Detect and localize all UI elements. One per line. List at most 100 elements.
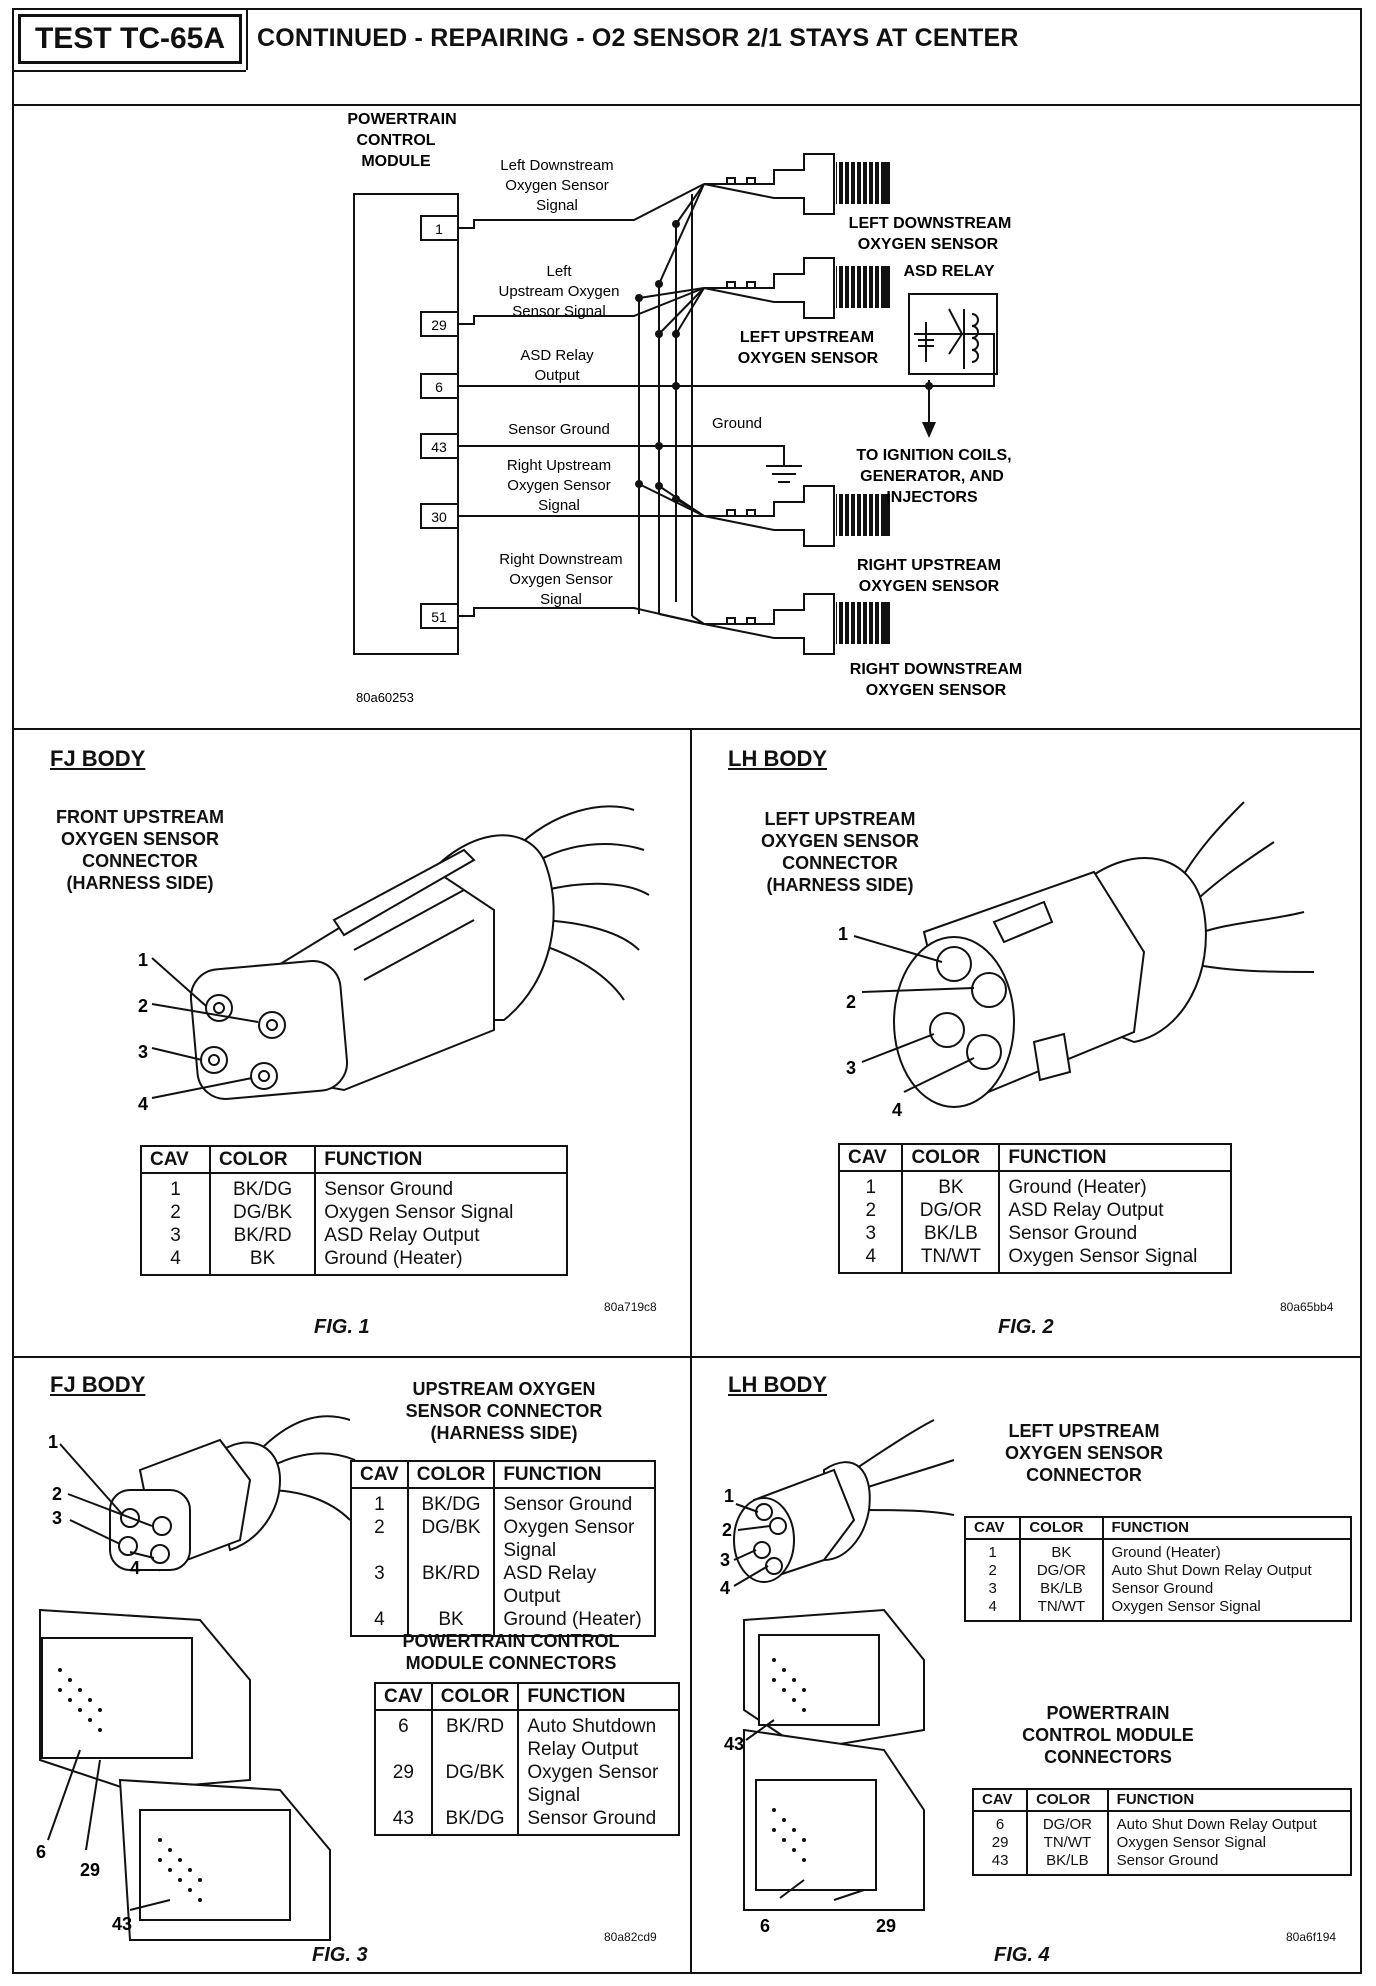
- fig1-caption-2: OXYGEN SENSOR: [60, 829, 220, 849]
- fig1-th-color: COLOR: [208, 1145, 317, 1174]
- fig3-pcm-cell: DG/BK: [430, 1761, 520, 1807]
- fig2-caption-3: CONNECTOR: [782, 853, 898, 873]
- asd-relay-symbol: [908, 293, 998, 375]
- fig3-section: FJ BODY: [50, 1372, 146, 1397]
- fig3-caption-2: SENSOR CONNECTOR: [405, 1401, 603, 1421]
- fig3-cell: Oxygen Sensor Signal: [493, 1516, 656, 1562]
- fig3-pcm-th-color: COLOR: [430, 1682, 520, 1711]
- right-down-sensor-label-1: RIGHT DOWNSTREAM: [850, 661, 1022, 678]
- fig3-callout-4: 4: [130, 1558, 140, 1578]
- fig2-caption-2: OXYGEN SENSOR: [760, 831, 920, 851]
- fig3-pin-callout-43: 43: [112, 1914, 132, 1934]
- fig4-pcm-cell: 6: [971, 1811, 1029, 1834]
- page-frame: TEST TC-65A CONTINUED - REPAIRING - O2 S…: [12, 8, 1362, 1974]
- wire-label-right-down-1: Right Downstream: [499, 551, 622, 568]
- wire-label-left-down-2: Oxygen Sensor: [505, 177, 608, 194]
- fig4-cell: DG/OR: [1019, 1562, 1104, 1580]
- fig1-cell: BK: [208, 1247, 317, 1276]
- pin-label-51: 51: [431, 609, 447, 625]
- ignition-label-3: INJECTORS: [886, 489, 978, 506]
- fig4-pcm-caption: POWERTRAIN CONTROL MODULE CONNECTORS: [998, 1702, 1218, 1768]
- fig4-pcm-th-function: FUNCTION: [1106, 1788, 1353, 1812]
- wire-label-right-up-3: Signal: [538, 497, 580, 514]
- fig1-cell: Sensor Ground: [314, 1173, 568, 1201]
- fig2-cell: 2: [837, 1199, 904, 1222]
- fig2-cell: 4: [837, 1245, 904, 1274]
- fig1-cell: 1: [140, 1173, 211, 1201]
- wire-label-asd-1: ASD Relay: [520, 347, 594, 364]
- fig4-callout-3: 3: [720, 1550, 730, 1570]
- fig1-callout-4: 4: [138, 1094, 148, 1114]
- fig2-cell: 1: [837, 1171, 904, 1199]
- wire-label-right-up-2: Oxygen Sensor: [507, 477, 610, 494]
- fig4-pcm-cell: Auto Shut Down Relay Output: [1106, 1811, 1353, 1834]
- fig1-cell: 4: [140, 1247, 211, 1276]
- fig2-callout-1: 1: [838, 924, 848, 944]
- fig1-th-cav: CAV: [140, 1145, 211, 1174]
- fig3-cell: 1: [350, 1488, 409, 1516]
- fig1-caption: FRONT UPSTREAM OXYGEN SENSOR CONNECTOR (…: [40, 806, 240, 894]
- wire-label-left-down-3: Signal: [536, 197, 578, 214]
- fig4-cell: Ground (Heater): [1101, 1539, 1353, 1562]
- pin-30: [420, 503, 459, 529]
- fig1-callout-2: 2: [138, 996, 148, 1016]
- fig3-caption-3: (HARNESS SIDE): [430, 1423, 578, 1443]
- header: TEST TC-65A CONTINUED - REPAIRING - O2 S…: [14, 10, 1360, 106]
- fig2-th-color: COLOR: [901, 1143, 1001, 1172]
- fig1-cell: 3: [140, 1224, 211, 1247]
- fig3-pin-callout-29: 29: [80, 1860, 100, 1880]
- pin-6: [420, 373, 459, 399]
- fig3-th-color: COLOR: [406, 1460, 496, 1489]
- rule-middle: [14, 1356, 1360, 1358]
- fig1-th-function: FUNCTION: [314, 1145, 568, 1174]
- fig3-pcm-caption-2: MODULE CONNECTORS: [405, 1653, 617, 1673]
- fig4-pcm-cell: Oxygen Sensor Signal: [1106, 1834, 1353, 1852]
- fig2-callout-3: 3: [846, 1058, 856, 1078]
- fig2-th-cav: CAV: [837, 1143, 904, 1172]
- fig3-pin-callout-6: 6: [36, 1842, 46, 1862]
- fig2-cell: DG/OR: [901, 1199, 1001, 1222]
- fig4-callout-2: 2: [722, 1520, 732, 1540]
- rule-schematic: [14, 728, 1360, 730]
- fig3-pcm-caption-1: POWERTRAIN CONTROL: [402, 1631, 620, 1651]
- fig1-cell: BK/RD: [208, 1224, 317, 1247]
- fig1-caption-1: FRONT UPSTREAM: [56, 807, 224, 827]
- pin-boxes: [420, 215, 459, 629]
- fig2-cell: Sensor Ground: [998, 1222, 1232, 1245]
- fig3-pcm-caption: POWERTRAIN CONTROL MODULE CONNECTORS: [386, 1630, 636, 1674]
- fig4-connector-drawing: 1 2 3 4 43 6 29: [720, 1419, 955, 1936]
- fig2-label: FIG. 2: [998, 1316, 1054, 1338]
- sensor-right-down: [703, 593, 890, 655]
- fig3-caption: UPSTREAM OXYGEN SENSOR CONNECTOR (HARNES…: [374, 1378, 634, 1444]
- fig3-pcm-cell: Sensor Ground: [517, 1807, 680, 1836]
- wiring-schematic: POWERTRAIN CONTROL MODULE 1 29 6 43 30 5…: [347, 111, 1022, 705]
- fig4-section: LH BODY: [728, 1372, 827, 1397]
- fig3-pcm-cell: 29: [374, 1761, 433, 1807]
- fig1-cell: Oxygen Sensor Signal: [314, 1201, 568, 1224]
- asd-arrow: [922, 422, 936, 438]
- left-up-sensor-label-1: LEFT UPSTREAM: [740, 329, 874, 346]
- fig4-pcm-cell: TN/WT: [1026, 1834, 1109, 1852]
- asd-relay-label: ASD RELAY: [904, 263, 995, 280]
- left-down-sensor-label-1: LEFT DOWNSTREAM: [849, 215, 1012, 232]
- pin-1: [420, 215, 459, 241]
- fig2-th-function: FUNCTION: [998, 1143, 1232, 1172]
- fig4-caption-3: CONNECTOR: [1026, 1465, 1142, 1485]
- pcm-box: [353, 193, 459, 655]
- fig2-callout-4: 4: [892, 1100, 902, 1120]
- wire-label-left-up-2: Upstream Oxygen: [499, 283, 620, 300]
- pin-label-29: 29: [431, 317, 447, 333]
- pin-label-43: 43: [431, 439, 447, 455]
- pcm-label-2: CONTROL: [356, 132, 435, 149]
- fig2-caption-4: (HARNESS SIDE): [766, 875, 914, 895]
- fig3-cell: BK: [406, 1608, 496, 1637]
- fig4-cell: 3: [963, 1580, 1022, 1598]
- fig4-caption: LEFT UPSTREAM OXYGEN SENSOR CONNECTOR: [974, 1420, 1194, 1486]
- fig3-cell: Ground (Heater): [493, 1608, 656, 1637]
- fig4-pcm-cell: BK/LB: [1026, 1852, 1109, 1876]
- fig4-cell: Oxygen Sensor Signal: [1101, 1598, 1353, 1622]
- fig4-callout-4: 4: [720, 1578, 730, 1598]
- fig2-cell: TN/WT: [901, 1245, 1001, 1274]
